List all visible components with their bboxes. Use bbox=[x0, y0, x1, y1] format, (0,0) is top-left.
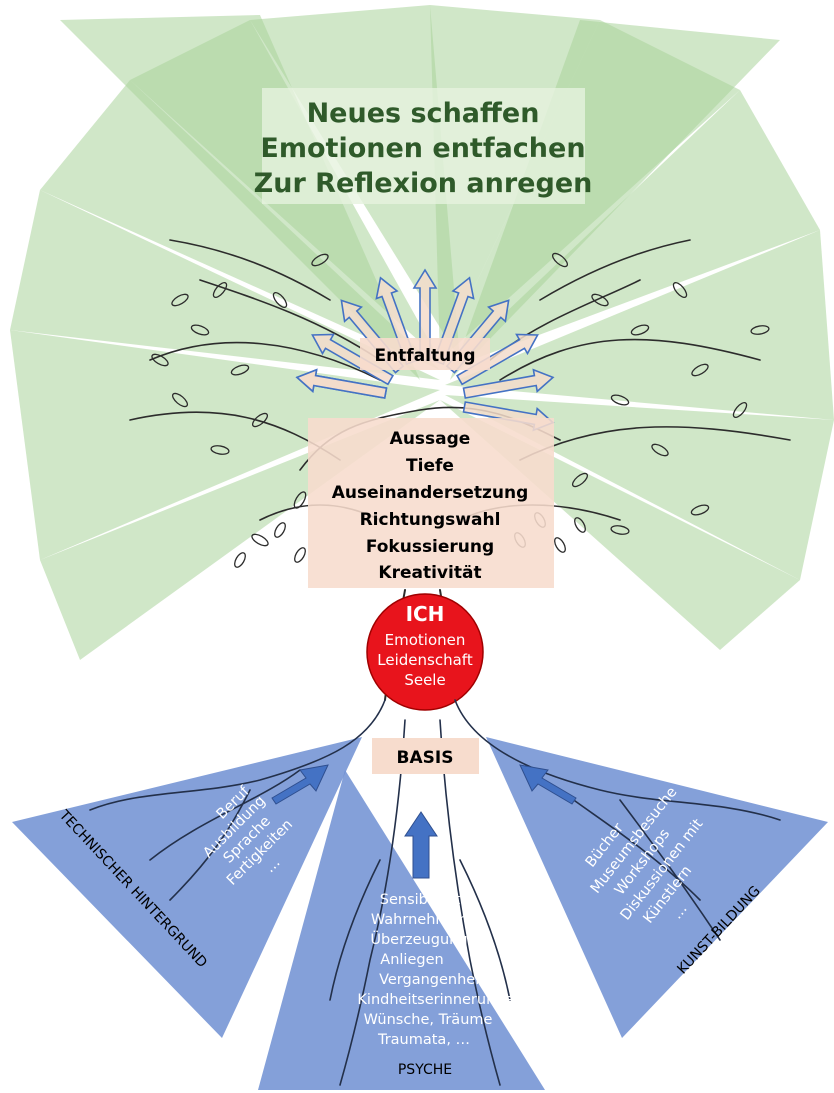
canopy-line-3: Zur Reflexion anregen bbox=[254, 168, 593, 199]
middle-item-5: Vergangenheit bbox=[379, 972, 485, 988]
canopy-title-box bbox=[262, 88, 585, 204]
root-sketch bbox=[89, 699, 781, 1086]
ich-title: ICH bbox=[406, 602, 445, 626]
middle-item-4: Anliegen bbox=[380, 952, 443, 968]
entfaltung-box bbox=[360, 338, 490, 370]
trunk-line-6: Kreativität bbox=[378, 563, 481, 583]
middle-triangle bbox=[258, 770, 545, 1090]
ich-line-2: Leidenschaft bbox=[377, 651, 473, 669]
basis-label: BASIS bbox=[397, 748, 454, 768]
canopy-line-2: Emotionen entfachen bbox=[260, 133, 585, 164]
middle-item-3: Überzeugungen bbox=[370, 930, 485, 948]
fan-arrow-icon-11 bbox=[295, 368, 388, 399]
middle-item-8: Traumata, … bbox=[377, 1032, 470, 1048]
left-arrow-icon bbox=[271, 764, 329, 805]
basis-arrows bbox=[271, 764, 577, 879]
trunk-box bbox=[308, 418, 554, 588]
fan-arrow-icon-2 bbox=[311, 333, 394, 386]
trunk-line-4: Richtungswahl bbox=[360, 510, 501, 530]
trunk-line-2: Tiefe bbox=[406, 456, 454, 476]
trunk-line-1: Aussage bbox=[390, 429, 471, 449]
middle-item-2: Wahrnehmung bbox=[371, 912, 477, 928]
basis-box bbox=[372, 738, 479, 774]
middle-triangle-label: PSYCHE bbox=[398, 1062, 452, 1078]
ich-line-1: Emotionen bbox=[385, 631, 466, 649]
right-triangle bbox=[486, 737, 828, 1038]
ich-circle bbox=[366, 593, 484, 711]
middle-item-7: Wünsche, Träume bbox=[364, 1012, 493, 1028]
trunk-line-5: Fokussierung bbox=[366, 537, 494, 557]
middle-item-1: Sensibilität bbox=[380, 892, 461, 908]
entfaltung-label: Entfaltung bbox=[374, 346, 475, 366]
middle-items-group: Sensibilität Wahrnehmung Überzeugungen A… bbox=[357, 892, 522, 1048]
fan-arrow-icon-9 bbox=[462, 368, 555, 399]
ich-line-3: Seele bbox=[404, 671, 445, 689]
middle-arrow-icon bbox=[404, 811, 438, 879]
right-arrow-icon bbox=[519, 764, 577, 805]
middle-item-6: Kindheitserinnerungen bbox=[357, 992, 522, 1008]
left-triangle bbox=[12, 737, 362, 1038]
trunk-line-3: Auseinandersetzung bbox=[332, 483, 529, 503]
canopy-line-1: Neues schaffen bbox=[307, 98, 540, 129]
